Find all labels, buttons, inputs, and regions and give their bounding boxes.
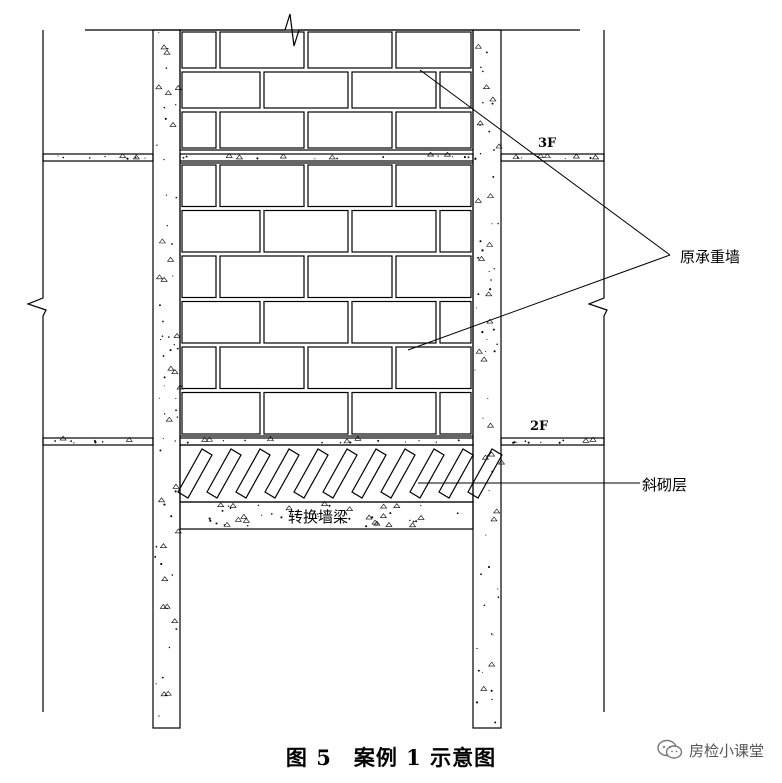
brick [439,71,472,109]
leader-line-wall-lower [407,254,671,351]
brick [307,111,393,149]
slab-3f-mid [179,153,474,162]
slab-2f-mid [179,437,474,446]
brick [307,31,393,69]
brick [307,255,393,299]
oblique-brick [177,448,213,499]
brick [219,255,305,299]
right-column [472,29,502,729]
brick [395,111,472,149]
brick [395,255,472,299]
brick [181,111,217,149]
brick [219,31,305,69]
oblique-brick [322,448,358,499]
brick [351,71,437,109]
brick [395,164,472,208]
brick [181,209,261,253]
slab-2f-left [42,437,154,446]
oblique-brick [438,448,474,499]
oblique-bricks [177,448,503,499]
watermark: 房检小课堂 [657,736,764,764]
watermark-text: 房检小课堂 [688,741,764,760]
brick [439,391,472,435]
label-oblique-layer: 斜砌层 [642,476,687,494]
brick [439,209,472,253]
brick-wall-lower [179,162,474,437]
brick [307,346,393,390]
oblique-brick [235,448,271,499]
oblique-brick [206,448,242,499]
brick [263,71,349,109]
brick [181,391,261,435]
brick [181,71,261,109]
figure-caption: 图 5 案例 1 示意图 [285,745,497,770]
brick-panel [179,162,474,437]
brick [395,346,472,390]
oblique-brick [264,448,300,499]
leader-line-wall-upper [419,69,671,256]
brick [263,209,349,253]
transfer-beam [179,501,474,530]
oblique-brick [409,448,445,499]
label-original-wall: 原承重墙 [680,248,740,266]
label-transfer-beam: 转换墙梁 [288,508,348,526]
brick [181,300,261,344]
brick [181,31,217,69]
brick [181,346,217,390]
brick [351,209,437,253]
brick [219,111,305,149]
oblique-brick [351,448,387,499]
left-outer-wall-line [26,30,47,712]
label-2f: 2F [530,419,549,434]
brick [181,255,217,299]
brick [263,300,349,344]
right-outer-wall-line [587,30,608,712]
brick-wall-upper [179,29,474,151]
brick [181,164,217,208]
brick [219,164,305,208]
wechat-icon [657,739,683,759]
concrete-aggregate [54,32,600,724]
brick-panel [179,29,474,151]
oblique-brick [467,448,503,499]
oblique-brick [293,448,329,499]
brick [263,391,349,435]
oblique-brick [380,448,416,499]
label-3f: 3F [538,136,557,151]
left-column [152,29,181,729]
brick [351,300,437,344]
brick [439,300,472,344]
brick [219,346,305,390]
brick [307,164,393,208]
brick [395,31,472,69]
brick [351,391,437,435]
